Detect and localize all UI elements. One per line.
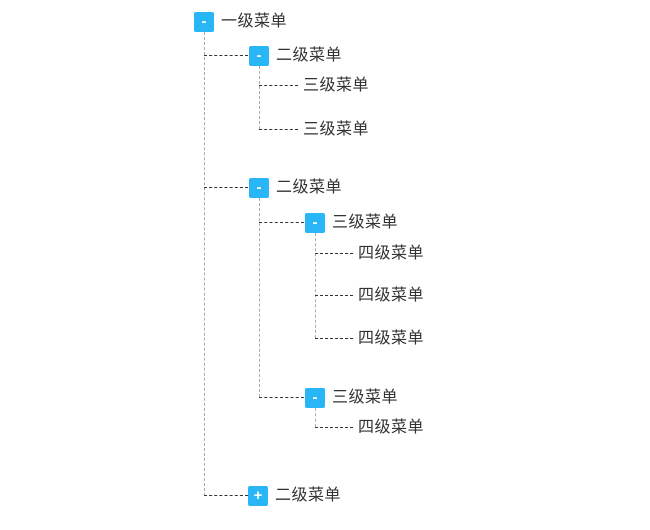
tree-node-label[interactable]: 四级菜单 [358,419,425,436]
collapse-toggle-icon[interactable]: - [305,388,325,408]
tree-node-11: 四级菜单 [358,418,424,438]
tree-node-8: 四级菜单 [358,286,424,306]
tree-node-label[interactable]: 三级菜单 [332,214,399,231]
connector-vertical-level2a [259,66,260,129]
connector-horizontal-node10 [259,397,304,398]
tree-node-label[interactable]: 四级菜单 [358,287,425,304]
connector-horizontal-node12 [204,495,248,496]
expand-toggle-icon[interactable]: + [248,486,268,506]
tree-node-label[interactable]: 二级菜单 [276,47,343,64]
tree-node-label[interactable]: 四级菜单 [358,245,425,262]
connector-horizontal-node4 [259,129,298,130]
tree-node-label[interactable]: 一级菜单 [221,13,288,30]
tree-node-9: 四级菜单 [358,329,424,349]
tree-node-12: + 二级菜单 [248,486,341,506]
connector-horizontal-node8 [315,295,353,296]
connector-horizontal-node9 [315,338,353,339]
tree-node-label[interactable]: 四级菜单 [358,330,425,347]
collapse-toggle-icon[interactable]: - [249,178,269,198]
tree-node-label[interactable]: 三级菜单 [303,77,370,94]
tree-node-4: 三级菜单 [303,120,369,140]
tree-node-label[interactable]: 三级菜单 [303,121,370,138]
tree-node-10: - 三级菜单 [305,388,398,408]
collapse-toggle-icon[interactable]: - [249,46,269,66]
tree-node-1: - 一级菜单 [194,12,287,32]
connector-horizontal-node6 [259,222,304,223]
connector-horizontal-node5 [204,187,248,188]
tree-node-label[interactable]: 二级菜单 [275,487,342,504]
connector-horizontal-node2 [204,55,248,56]
collapse-toggle-icon[interactable]: - [194,12,214,32]
connector-horizontal-node7 [315,253,353,254]
connector-vertical-level3a [315,233,316,338]
tree-node-6: - 三级菜单 [305,213,398,233]
tree-node-label[interactable]: 三级菜单 [332,389,399,406]
tree-node-5: - 二级菜单 [249,178,342,198]
connector-vertical-level2b [259,198,260,397]
tree-node-label[interactable]: 二级菜单 [276,179,343,196]
connector-vertical-level1 [204,32,205,496]
collapse-toggle-icon[interactable]: - [305,213,325,233]
tree-node-3: 三级菜单 [303,76,369,96]
tree-node-2: - 二级菜单 [249,46,342,66]
connector-horizontal-node3 [259,85,298,86]
connector-vertical-level3b [315,408,316,427]
tree-node-7: 四级菜单 [358,244,424,264]
connector-horizontal-node11 [315,427,353,428]
